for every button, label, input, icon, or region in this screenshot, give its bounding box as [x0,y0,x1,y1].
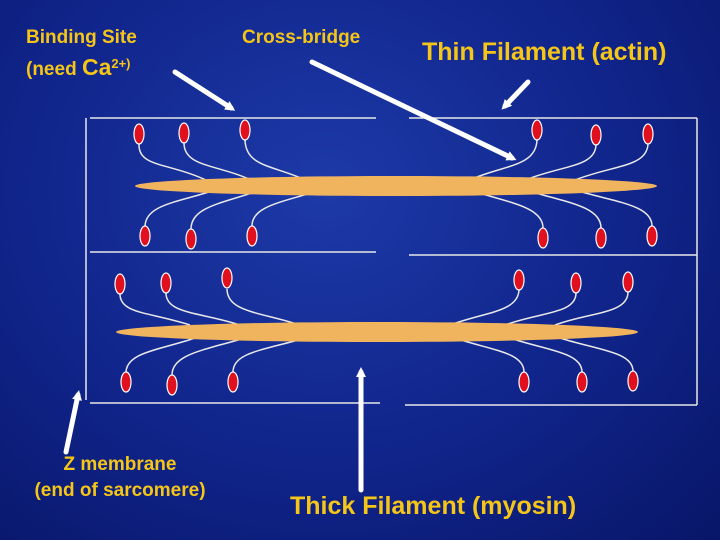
binding-site-line1: Binding Site [26,25,137,51]
myosin-head [643,124,653,144]
calcium-symbol: Ca [82,54,111,80]
myosin-head [179,123,189,143]
binding-site-line2: (need Ca2+) [26,51,137,83]
calcium-charge: 2+) [111,56,130,71]
myosin-head [577,372,587,392]
z-membrane-arrow [66,395,78,452]
myosin-head [228,372,238,392]
cross-bridge [560,338,633,371]
cross-bridge [450,290,519,325]
cross-bridge [191,190,260,229]
cross-bridge [505,293,576,325]
myosin-head [571,273,581,293]
myosin-head [628,371,638,391]
binding-site-arrow [175,72,231,108]
myosin-head [140,226,150,246]
cross-bridge [525,190,601,228]
myosin-head [623,272,633,292]
myosin-head [167,375,177,395]
thin-filaments [90,118,697,405]
cross-bridge-label: Cross-bridge [242,25,360,51]
myosin-head [240,120,250,140]
cross-bridge [145,190,215,226]
cross-bridge [172,338,245,375]
cross-bridge [126,338,195,372]
cross-bridge [465,140,537,182]
thick-filament-bottom [116,322,638,342]
z-membrane-line1: Z membrane [8,452,232,478]
myosin-head [186,229,196,249]
myosin-head [647,226,657,246]
myosin-head [591,125,601,145]
cross-bridge [455,338,524,372]
thin-filament-label: Thin Filament (actin) [422,38,666,67]
cross-bridge [575,190,652,226]
binding-site-prefix: (need [26,59,82,80]
myosin-head [222,268,232,288]
cross-bridge [470,190,543,228]
myosin-head [121,372,131,392]
myosin-head [161,273,171,293]
cross-bridge [227,289,300,325]
thin-filament-arrow [505,82,528,106]
cross-bridge [510,338,582,372]
myosin-head [134,124,144,144]
thick-filament-top [135,176,657,196]
myosin-head [532,120,542,140]
thick-filament-label: Thick Filament (myosin) [290,492,576,521]
myosin-head [247,226,257,246]
myosin-head [514,270,524,290]
cross-bridge-arrow [312,62,512,158]
cross-bridge [245,140,310,182]
myosin-head [519,372,529,392]
z-membrane-label: Z membrane (end of sarcomere) [8,452,232,504]
cross-bridge [555,292,628,325]
cross-bridge [233,338,305,372]
z-membrane-line2: (end of sarcomere) [8,478,232,504]
myosin-head [596,228,606,248]
myosin-head [538,228,548,248]
myosin-head [115,274,125,294]
binding-site-label: Binding Site (need Ca2+) [26,25,137,83]
